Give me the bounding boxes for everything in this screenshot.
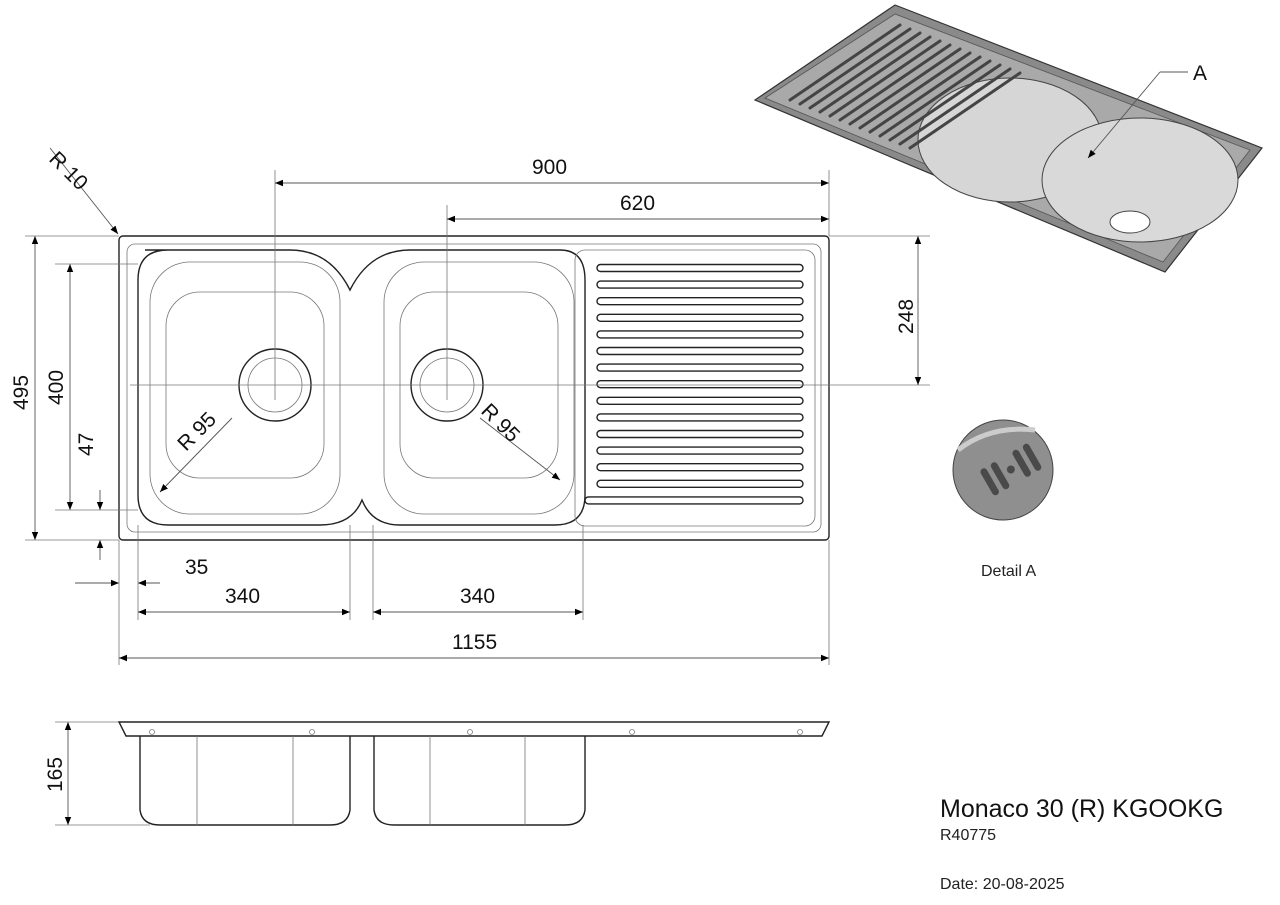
drainer (574, 249, 816, 527)
dim-248: 248 (895, 299, 918, 334)
iso-drainer-rib (878, 59, 992, 138)
drainer-ribs (584, 263, 804, 505)
dimension-lines (25, 147, 930, 826)
dim-340-right: 340 (460, 585, 495, 608)
detail-marker-a: A (1193, 62, 1207, 85)
drainer-rib (596, 263, 804, 273)
bowls-outline (137, 249, 586, 526)
dim-47: 47 (75, 433, 98, 456)
drainer-rib (596, 363, 804, 372)
isometric-view (753, 4, 1263, 273)
drainer-rib (596, 413, 804, 422)
dim-900: 900 (532, 156, 567, 179)
plan-view (118, 170, 930, 541)
dim-620: 620 (620, 192, 655, 215)
radius-10-label: R 10 (44, 147, 92, 195)
drainer-rib (596, 330, 804, 339)
iso-drainer-rib (828, 39, 942, 118)
iso-drainer-rib (788, 23, 902, 102)
iso-drainer-rib (808, 31, 922, 110)
drainer-rib (596, 313, 804, 322)
iso-drainer-rib (908, 71, 1022, 150)
iso-drainer-rib (888, 63, 1002, 142)
drainer-rib (596, 297, 804, 306)
drainer-rib (584, 496, 804, 505)
dim-495: 495 (10, 375, 33, 410)
dim-400: 400 (45, 370, 68, 405)
dim-165: 165 (44, 757, 67, 792)
drainer-rib (596, 446, 804, 455)
radius-95-right: R 95 (476, 399, 524, 447)
drainer-rib (596, 479, 804, 488)
drainer-rib (596, 396, 804, 405)
drawing-date: Date: 20-08-2025 (940, 876, 1065, 893)
drainer-rib (596, 429, 804, 439)
iso-drainer-rib (838, 43, 952, 122)
iso-drainer-rib (868, 55, 982, 134)
iso-drainer-rib (898, 67, 1012, 146)
drainer-rib (596, 280, 804, 289)
drainer-rib (596, 463, 804, 472)
iso-drainer-rib (848, 47, 962, 126)
detail-a-view (952, 419, 1054, 521)
drainer-rib (596, 346, 804, 356)
drainer-rib (596, 380, 804, 389)
dim-340-left: 340 (225, 585, 260, 608)
detail-a-label: Detail A (981, 563, 1037, 580)
iso-drainer-rib (818, 35, 932, 114)
dim-35: 35 (185, 556, 208, 579)
dim-1155: 1155 (452, 631, 497, 654)
product-title: Monaco 30 (R) KGOOKG (940, 795, 1224, 823)
product-code: R40775 (940, 827, 997, 844)
side-view (117, 721, 831, 826)
iso-drainer-rib (798, 27, 912, 106)
iso-drainer-rib (858, 51, 972, 130)
radius-95-left: R 95 (173, 408, 221, 456)
